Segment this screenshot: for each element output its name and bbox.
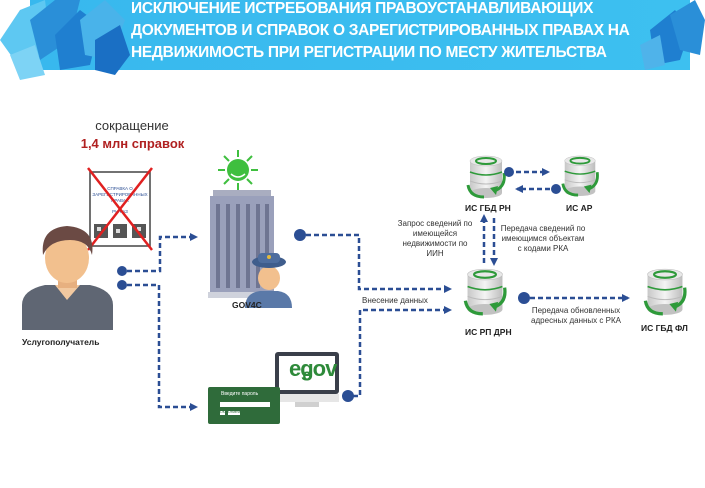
db-rp-drn-icon (463, 268, 507, 316)
transfer-rka-line-3: с кодами РКА (517, 244, 569, 253)
gov4c-label: GOV4C (232, 300, 262, 310)
connector-dots (117, 167, 561, 402)
gbd-fl-label: ИС ГБД ФЛ (641, 323, 688, 333)
gov4c-sun-logo-icon (218, 150, 258, 190)
reduction-value: 1,4 млн справок (80, 136, 185, 151)
reduction-label: сокращение (95, 118, 169, 133)
title-line-1: ИСКЛЮЧЕНИЕ ИСТРЕБОВАНИЯ ПРАВОУСТАНАВЛИВА… (131, 0, 594, 17)
egov-cancel-button[interactable]: Отмена (228, 410, 240, 414)
connector-gov4c-rpdrn (306, 233, 452, 293)
officer-icon (245, 253, 292, 308)
ar-label: ИС АР (566, 203, 593, 213)
svg-text:РН КАЗ: РН КАЗ (112, 209, 128, 214)
egov-ok-button[interactable]: ОК (220, 410, 225, 414)
transfer-updated-line-2: адресных данных с РКА (531, 316, 621, 325)
transfer-updated-line-1: Передача обновленных (531, 306, 621, 315)
request-line-4: ИИН (426, 249, 444, 258)
transfer-rka-line-2: имеющимся объектам (501, 234, 585, 243)
crossed-certificate-icon: СПРАВКА О ЗАРЕГИСТРИРОВАННЫХ ПРАВАХ РН К… (87, 167, 153, 251)
request-line-3: недвижимости по (402, 239, 468, 248)
transfer-rka-label: Передача сведений по имеющимся объектам … (497, 224, 589, 254)
egov-password-input[interactable] (220, 402, 270, 407)
db-gbd-rn-icon (466, 155, 506, 199)
egov-monitor-icon: e (275, 352, 339, 407)
gbd-rn-label: ИС ГБД РН (465, 203, 511, 213)
rp-drn-label: ИС РП ДРН (465, 327, 512, 337)
connector-person-egov (127, 283, 198, 411)
svg-text:СПРАВКА О: СПРАВКА О (107, 186, 133, 191)
transfer-rka-line-1: Передача сведений по (500, 224, 586, 233)
db-ar-icon (561, 155, 599, 197)
svg-text:ЗАРЕГИСТРИРОВАННЫХ: ЗАРЕГИСТРИРОВАННЫХ (92, 192, 147, 197)
db-gbd-fl-icon (643, 268, 687, 316)
title-line-3: НЕДВИЖИМОСТЬ ПРИ РЕГИСТРАЦИИ ПО МЕСТУ ЖИ… (131, 44, 607, 61)
title-line-2: ДОКУМЕНТОВ И СПРАВОК О ЗАРЕГИСТРИРОВАННЫ… (131, 22, 630, 39)
connector-person-gov4c (127, 233, 198, 273)
egov-login-dialog (208, 387, 280, 424)
request-line-1: Запрос сведений по (397, 219, 473, 228)
svg-text:ПРАВАХ: ПРАВАХ (111, 198, 129, 203)
egov-logo: egov (289, 356, 337, 381)
svg-text:e: e (303, 367, 312, 384)
person-avatar-icon (22, 226, 113, 330)
service-recipient-label: Услугополучатель (22, 337, 100, 347)
connectors (127, 168, 630, 411)
request-line-2: имеющейся (412, 229, 458, 238)
egov-password-prompt: Введите пароль (221, 391, 259, 397)
transfer-updated-label: Передача обновленных адресных данных с Р… (530, 306, 622, 326)
header-banner (0, 0, 705, 80)
data-entry-label: Внесение данных (362, 296, 428, 305)
connector-egov-rpdrn (345, 306, 452, 398)
request-by-iin-label: Запрос сведений по имеющейся недвижимост… (392, 219, 478, 259)
